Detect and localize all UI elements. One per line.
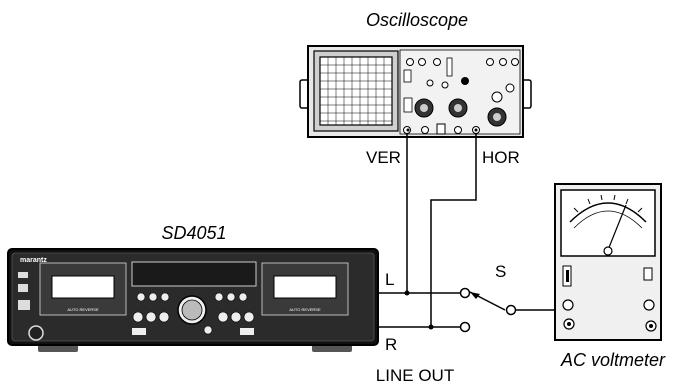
- deck-tape-slot-b: [240, 328, 254, 335]
- oscilloscope-slide: [446, 57, 453, 77]
- deck-power-button: [28, 325, 44, 341]
- oscilloscope-label: Oscilloscope: [366, 10, 468, 30]
- oscilloscope-large-knobs: [414, 91, 507, 127]
- voltmeter-meter-window: [560, 189, 656, 257]
- deck-tape-slot-a: [132, 328, 146, 335]
- ac-voltmeter: [554, 183, 662, 341]
- ac-voltmeter-label: AC voltmeter: [560, 350, 666, 370]
- ver-label: VER: [366, 148, 401, 167]
- voltmeter-scale-arc: [569, 202, 647, 223]
- switch-common: [505, 304, 517, 316]
- oscilloscope-graticule: [320, 57, 392, 125]
- l-label: L: [385, 270, 394, 289]
- oscilloscope-small-knobs: [406, 58, 519, 93]
- switch-contact-l: [459, 287, 471, 299]
- switch-contact-r: [459, 321, 471, 333]
- voltmeter-needle-pivot: [603, 246, 613, 256]
- hor-wire: [430, 134, 477, 327]
- line-out-label: LINE OUT: [376, 366, 454, 385]
- junction-r: [428, 324, 434, 330]
- deck-brand: marantz: [20, 257, 47, 264]
- wiring: [378, 134, 556, 328]
- oscilloscope: [299, 45, 532, 138]
- switch-arrow: [470, 292, 480, 299]
- oscilloscope-switch-1: [403, 69, 412, 83]
- deck-display: [131, 261, 257, 287]
- cassette-deck: marantz AUTO REVERSE AUTO REVERSE: [7, 248, 379, 352]
- deck-a-window: [51, 275, 115, 299]
- deck-transport-buttons: [132, 292, 255, 335]
- oscilloscope-screen: [319, 56, 393, 126]
- device-label: SD4051: [161, 223, 226, 243]
- r-label: R: [385, 335, 397, 354]
- voltmeter-scale-ticks: [573, 194, 643, 213]
- oscilloscope-switch-2: [403, 97, 413, 113]
- hor-label: HOR: [482, 148, 520, 167]
- voltmeter-mode-switch: [643, 267, 653, 281]
- voltmeter-needle: [607, 204, 627, 251]
- junction-l: [404, 290, 410, 296]
- deck-b-window: [273, 275, 337, 299]
- oscilloscope-power-indicator: [461, 77, 469, 85]
- deck-a-label: AUTO REVERSE: [67, 307, 99, 312]
- deck-b-label: AUTO REVERSE: [289, 307, 321, 312]
- deck-left-controls: [18, 272, 30, 310]
- s-label: S: [495, 262, 506, 281]
